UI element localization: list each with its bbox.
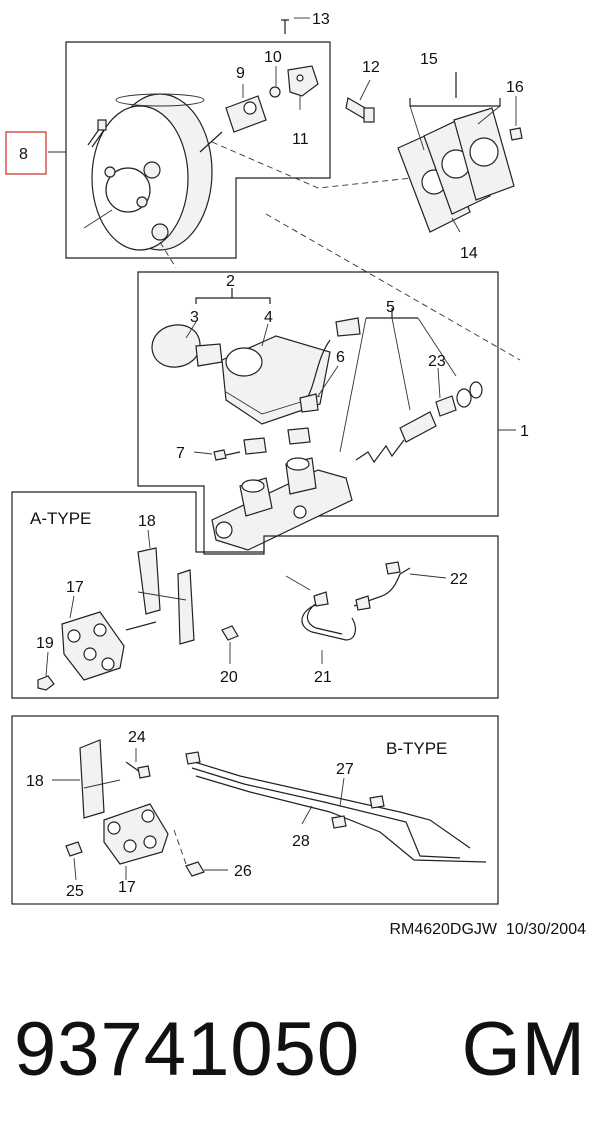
callouts: 8 13 9 10 11 12 15 16 14 2 3 4 5 6 23 7 … [5,11,586,938]
callout-8[interactable]: 8 [19,146,28,163]
callout-27[interactable]: 27 [336,761,354,778]
drawing-reference: RM4620DGJW 10/30/2004 [389,921,586,938]
callout-18-b[interactable]: 18 [26,773,44,790]
callout-5[interactable]: 5 [386,299,395,316]
callout-4[interactable]: 4 [264,309,273,326]
a-type-group [11,491,499,699]
part-number-footer: 93741050 GM [14,995,586,1105]
callout-22[interactable]: 22 [450,571,468,588]
gasket-group [397,72,523,233]
exploded-parts-diagram: 8 13 9 10 11 12 15 16 14 2 3 4 5 6 23 7 … [5,11,586,938]
b-type-group [11,715,499,905]
a-type-title: A-TYPE [30,509,91,528]
callout-28[interactable]: 28 [292,833,310,850]
master-cylinder-group [137,271,516,553]
callout-10[interactable]: 10 [264,49,282,66]
callout-13[interactable]: 13 [312,11,330,28]
callout-12[interactable]: 12 [362,59,380,76]
brand-name: GM [461,1007,586,1092]
callout-6[interactable]: 6 [336,349,345,366]
part-number: 93741050 [14,1007,361,1092]
callout-3[interactable]: 3 [190,309,199,326]
b-type-title: B-TYPE [386,739,447,758]
callout-17-a[interactable]: 17 [66,579,84,596]
callout-24[interactable]: 24 [128,729,146,746]
callout-18-a[interactable]: 18 [138,513,156,530]
callout-11[interactable]: 11 [292,131,309,148]
callout-20[interactable]: 20 [220,669,238,686]
callout-23[interactable]: 23 [428,353,446,370]
booster-group [48,17,521,361]
callout-15[interactable]: 15 [420,51,438,68]
highlighted-callout-box [5,131,47,175]
callout-7[interactable]: 7 [176,445,185,462]
callout-2[interactable]: 2 [226,273,235,290]
callout-19[interactable]: 19 [36,635,54,652]
callout-16[interactable]: 16 [506,79,524,96]
callout-17-b[interactable]: 17 [118,879,136,896]
callout-25[interactable]: 25 [66,883,84,900]
callout-9[interactable]: 9 [236,65,245,82]
callout-26[interactable]: 26 [234,863,252,880]
callout-14[interactable]: 14 [460,245,478,262]
callout-1[interactable]: 1 [520,423,529,440]
callout-21[interactable]: 21 [314,669,332,686]
